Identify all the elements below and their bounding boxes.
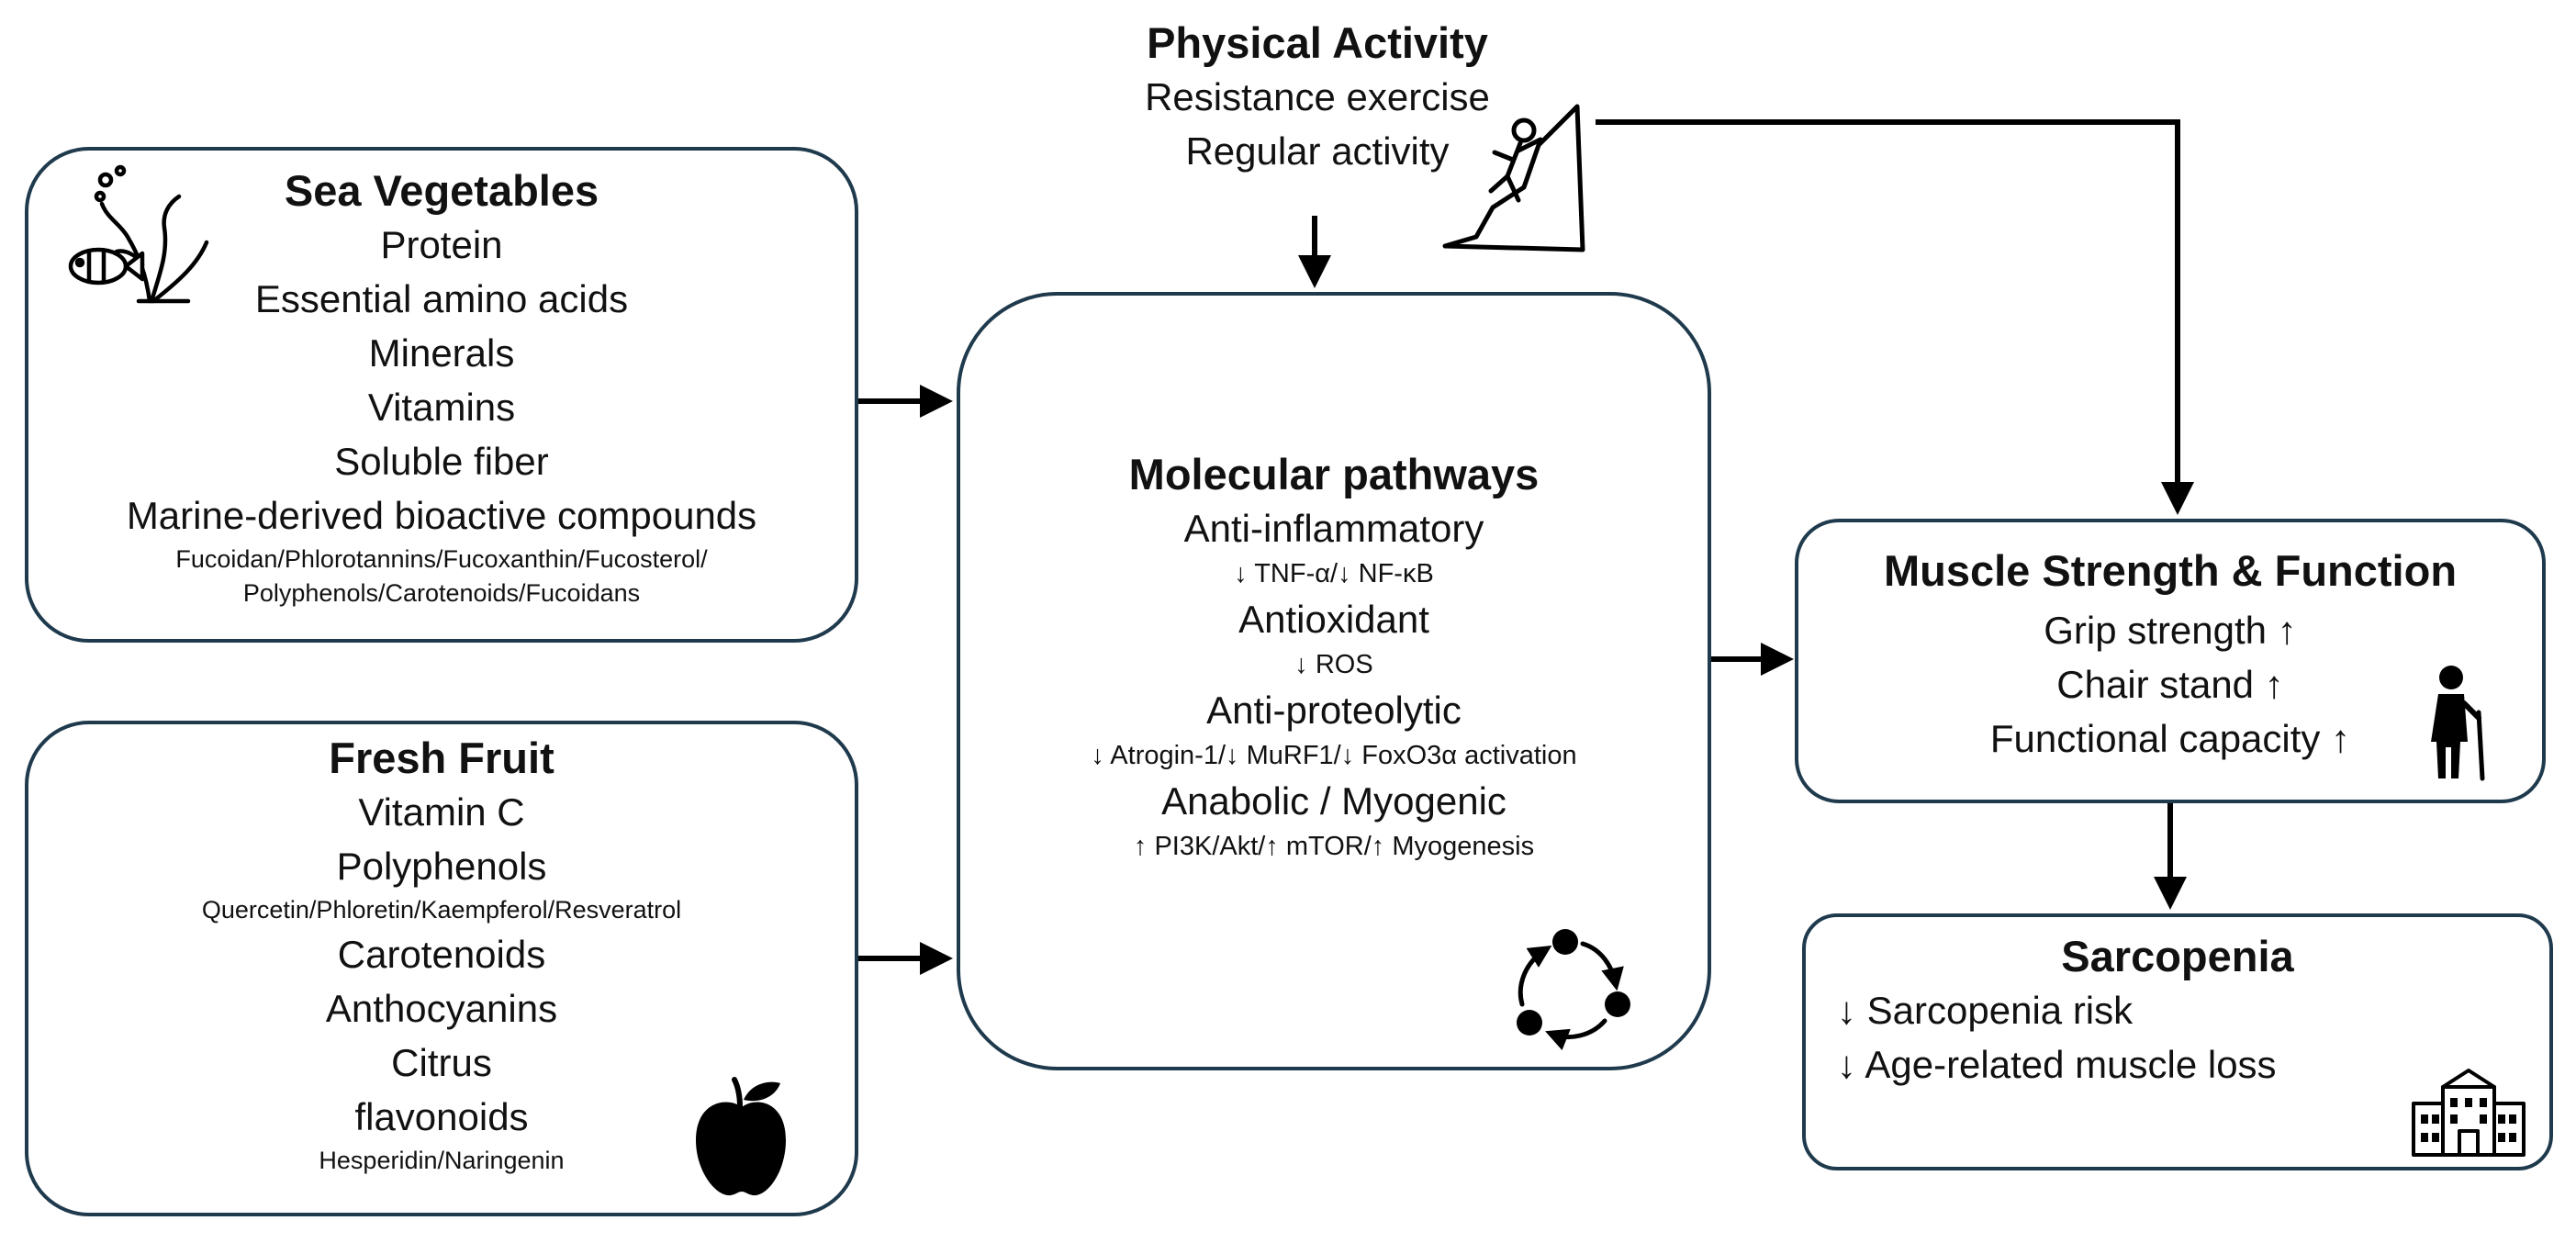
physical-activity-title: Physical Activity	[1147, 18, 1488, 67]
pathway-name: Anti-inflammatory	[1183, 507, 1484, 550]
pathway-detail: ↓ TNF-α/↓ NF-κB	[1234, 559, 1434, 588]
outcome-item: ↓ Sarcopenia risk	[1837, 989, 2134, 1032]
nutrient-item: Vitamin C	[358, 790, 525, 834]
sea-vegetables-title: Sea Vegetables	[284, 166, 599, 215]
apple-icon	[696, 1077, 786, 1196]
compound-list: Fucoidan/Phlorotannins/Fucoxanthin/Fucos…	[175, 545, 708, 573]
arrow-activity-to-muscle	[1596, 119, 2194, 515]
pathway-detail: ↑ PI3K/Akt/↑ mTOR/↑ Myogenesis	[1133, 832, 1535, 861]
nutrient-item: Protein	[380, 223, 503, 266]
sarcopenia-box: Sarcopenia ↓ Sarcopenia risk ↓ Age-relat…	[1802, 913, 2553, 1170]
pathway-detail: ↓ Atrogin-1/↓ MuRF1/↓ FoxO3α activation	[1091, 741, 1577, 770]
nutrient-item: Minerals	[368, 331, 515, 375]
compound-list: Polyphenols/Carotenoids/Fucoidans	[242, 579, 641, 607]
physical-activity-item: Regular activity	[1185, 129, 1450, 173]
nutrient-item: Marine-derived bioactive compounds	[126, 494, 757, 537]
outcome-item: Chair stand ↑	[2056, 663, 2284, 706]
nutrient-item: Polyphenols	[336, 845, 547, 888]
nutrient-item: Essential amino acids	[254, 277, 629, 320]
nutrient-item: flavonoids	[354, 1095, 529, 1138]
nutrient-item: Soluble fiber	[334, 440, 549, 483]
building-icon	[2412, 1069, 2526, 1157]
elderly-person-icon	[2431, 666, 2485, 781]
sarcopenia-title: Sarcopenia	[2061, 932, 2294, 980]
pathway-name: Antioxidant	[1238, 598, 1429, 641]
nutrient-item: Vitamins	[367, 386, 516, 429]
muscle-strength-title: Muscle Strength & Function	[1883, 546, 2458, 595]
physical-activity-item: Resistance exercise	[1145, 75, 1490, 118]
nutrient-item: Anthocyanins	[325, 987, 558, 1030]
nutrient-item: Citrus	[391, 1041, 492, 1084]
flavonoids-detail: Hesperidin/Naringenin	[319, 1147, 565, 1174]
outcome-item: Grip strength ↑	[2044, 609, 2297, 652]
climber-icon	[1442, 104, 1585, 252]
outcome-item: Functional capacity ↑	[1989, 717, 2351, 760]
cycle-icon	[1517, 929, 1630, 1051]
outcome-item: ↓ Age-related muscle loss	[1837, 1043, 2277, 1086]
polyphenols-detail: Quercetin/Phloretin/Kaempferol/Resveratr…	[201, 896, 682, 924]
fresh-fruit-title: Fresh Fruit	[329, 733, 554, 782]
pathway-detail: ↓ ROS	[1294, 650, 1373, 679]
nutrient-item: Carotenoids	[337, 933, 546, 976]
pathway-name: Anabolic / Myogenic	[1161, 779, 1506, 823]
molecular-pathways-title: Molecular pathways	[1128, 450, 1540, 498]
physical-activity-block: Physical Activity Resistance exercise Re…	[1047, 17, 1588, 178]
muscle-strength-box: Muscle Strength & Function Grip strength…	[1795, 519, 2546, 803]
coral-fish-icon	[68, 164, 209, 304]
molecular-pathways-box: Molecular pathways Anti-inflammatory ↓ T…	[957, 292, 1711, 1070]
pathway-name: Anti-proteolytic	[1206, 689, 1462, 732]
sea-vegetables-box: Sea Vegetables Protein Essential amino a…	[25, 147, 858, 643]
